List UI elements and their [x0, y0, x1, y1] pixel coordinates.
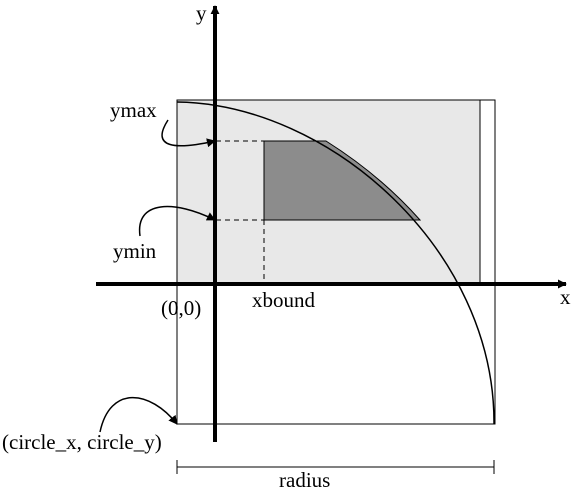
ymax-pointer-arrow — [161, 119, 216, 148]
y-axis-label: y — [196, 1, 207, 25]
ymin-pointer-arrow — [138, 205, 216, 237]
x-axis-label: x — [560, 285, 571, 309]
circle-arc — [176, 101, 495, 425]
radius-label: radius — [279, 468, 330, 490]
ymax-label: ymax — [110, 98, 157, 122]
circle-point-label: (circle_x, circle_y) — [2, 430, 162, 454]
ymin-label: ymin — [113, 239, 157, 263]
origin-label: (0,0) — [161, 296, 201, 320]
circle-point-pointer-arrow — [99, 396, 178, 433]
dark-region — [263, 140, 422, 221]
circle-bounding-box — [176, 99, 496, 425]
xbound-label: xbound — [252, 288, 316, 312]
